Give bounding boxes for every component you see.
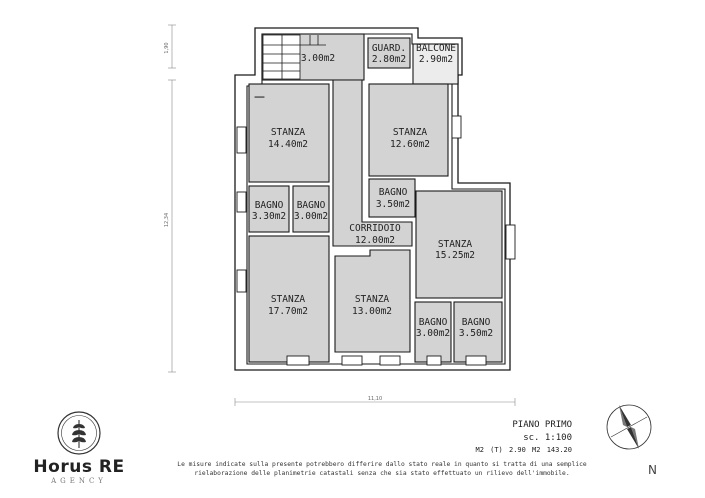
label-bagno-se1-area: 3.00m2: [416, 328, 450, 339]
label-bagno-se2-area: 3.50m2: [459, 328, 493, 339]
windows: [236, 96, 516, 366]
label-stanza-ne-area: 12.60m2: [390, 139, 430, 150]
room-stanza-nw: [248, 83, 330, 183]
room-labels: 3.00m2 GUARD. 2.80m2 BALCONE 2.90m2 STAN…: [252, 43, 493, 339]
room-corridoio: [332, 79, 413, 247]
area-summary: M2 (T) 2.90 M2 143.20: [475, 446, 572, 454]
label-stanza-sw-name: STANZA: [271, 294, 306, 305]
label-guard-area: 2.80m2: [372, 54, 406, 65]
label-stanza-e-area: 15.25m2: [435, 250, 475, 261]
room-bagno-w2: [292, 185, 330, 233]
room-stanza-sw: [248, 235, 330, 363]
label-stanza-sw-area: 17.70m2: [268, 306, 308, 317]
label-bagno-se2-name: BAGNO: [462, 317, 491, 328]
logo-subtitle: AGENCY: [51, 477, 107, 485]
label-stanza-nw-name: STANZA: [271, 127, 306, 138]
scale-label: sc. 1:100: [523, 433, 572, 443]
room-bagno-c: [368, 178, 416, 218]
label-guard-name: GUARD.: [372, 43, 406, 54]
dim-left: 12,34: [164, 213, 170, 227]
label-balcone-area: 2.90m2: [419, 54, 453, 65]
floor-name: PIANO PRIMO: [512, 420, 572, 430]
label-corridoio-name: CORRIDOIO: [349, 223, 401, 234]
disclaimer-text: Le misure indicate sulla presente potreb…: [177, 461, 587, 477]
label-balcone-name: BALCONE: [416, 43, 456, 54]
label-bagno-c-area: 3.50m2: [376, 199, 410, 210]
room-bagno-w1: [248, 185, 290, 233]
label-bagno-w2-area: 3.00m2: [294, 211, 328, 222]
label-stanza-s-area: 13.00m2: [352, 306, 392, 317]
label-bagno-c-name: BAGNO: [379, 187, 408, 198]
logo-leaf-icon: [55, 410, 103, 460]
north-label: N: [648, 463, 657, 477]
room-stanza-ne: [368, 83, 449, 177]
label-stanza-nw-area: 14.40m2: [268, 139, 308, 150]
label-stanza-s-name: STANZA: [355, 294, 390, 305]
staircase: [262, 34, 326, 80]
label-bagno-se1-name: BAGNO: [419, 317, 448, 328]
room-bagno-se1: [414, 301, 452, 363]
label-stairs-area: 3.00m2: [301, 53, 335, 64]
label-bagno-w1-name: BAGNO: [255, 200, 284, 211]
dimension-lines: [168, 24, 516, 406]
room-stanza-e: [415, 190, 503, 299]
room-stanza-s: [334, 249, 411, 353]
logo-name: Horus RE: [33, 457, 125, 477]
room-guard: [367, 37, 411, 69]
room-bagno-se2: [453, 301, 503, 363]
label-bagno-w1-area: 3.30m2: [252, 211, 286, 222]
label-stanza-e-name: STANZA: [438, 239, 473, 250]
label-corridoio-area: 12.00m2: [355, 235, 395, 246]
dim-bottom: 11,10: [368, 396, 382, 402]
room-balcone: [412, 43, 459, 85]
compass-icon: [597, 395, 661, 463]
label-stanza-ne-name: STANZA: [393, 127, 428, 138]
label-bagno-w2-name: BAGNO: [297, 200, 326, 211]
dim-top: 1,90: [164, 42, 170, 53]
